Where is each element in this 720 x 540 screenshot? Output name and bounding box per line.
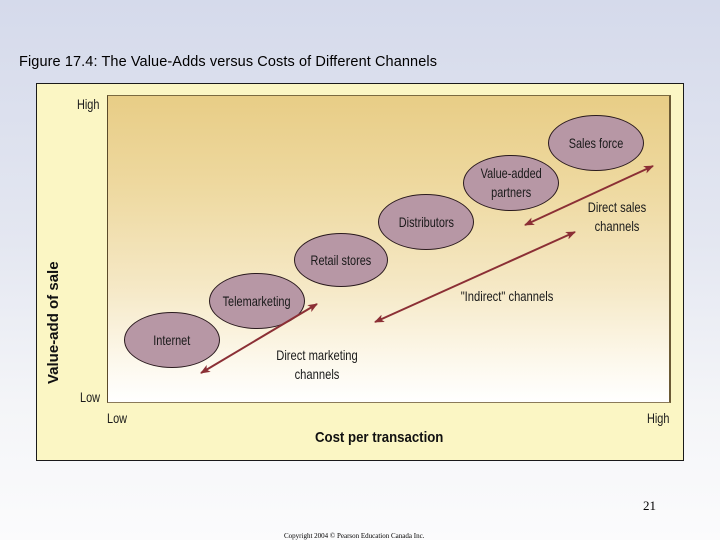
x-axis-low-label: Low <box>107 410 128 426</box>
x-axis-high-label: High <box>647 410 670 426</box>
slide-title: Figure 17.4: The Value-Adds versus Costs… <box>19 54 438 70</box>
y-axis-high-label: High <box>77 96 100 112</box>
copyright-notice: Copyright 2004 © Pearson Education Canad… <box>284 532 425 540</box>
channel-label: Retail stores <box>310 251 372 268</box>
direct-marketing-label: Direct marketing channels <box>276 347 358 382</box>
y-axis-low-label: Low <box>80 389 101 405</box>
channel-label: Telemarketing <box>223 292 291 309</box>
channel-label: Value-added partners <box>480 165 542 200</box>
channel-value-added-partners: Value-added partners <box>463 155 559 211</box>
channel-label: Sales force <box>568 134 624 151</box>
channel-label: Distributors <box>398 213 454 230</box>
figure-panel: High Low Low High Value-add of sale Cost… <box>36 83 684 461</box>
channel-retail-stores: Retail stores <box>294 233 388 287</box>
y-axis-title: Value-add of sale <box>45 261 62 384</box>
page-number: 21 <box>643 498 656 513</box>
direct-sales-label: Direct sales channels <box>587 199 647 234</box>
channel-sales-force: Sales force <box>548 115 644 171</box>
channel-label: Internet <box>153 331 191 348</box>
channel-distributors: Distributors <box>378 194 474 250</box>
x-axis-title: Cost per transaction <box>315 429 444 446</box>
channel-telemarketing: Telemarketing <box>209 273 305 329</box>
channel-internet: Internet <box>124 312 220 368</box>
indirect-channels-label: "Indirect" channels <box>460 288 554 304</box>
